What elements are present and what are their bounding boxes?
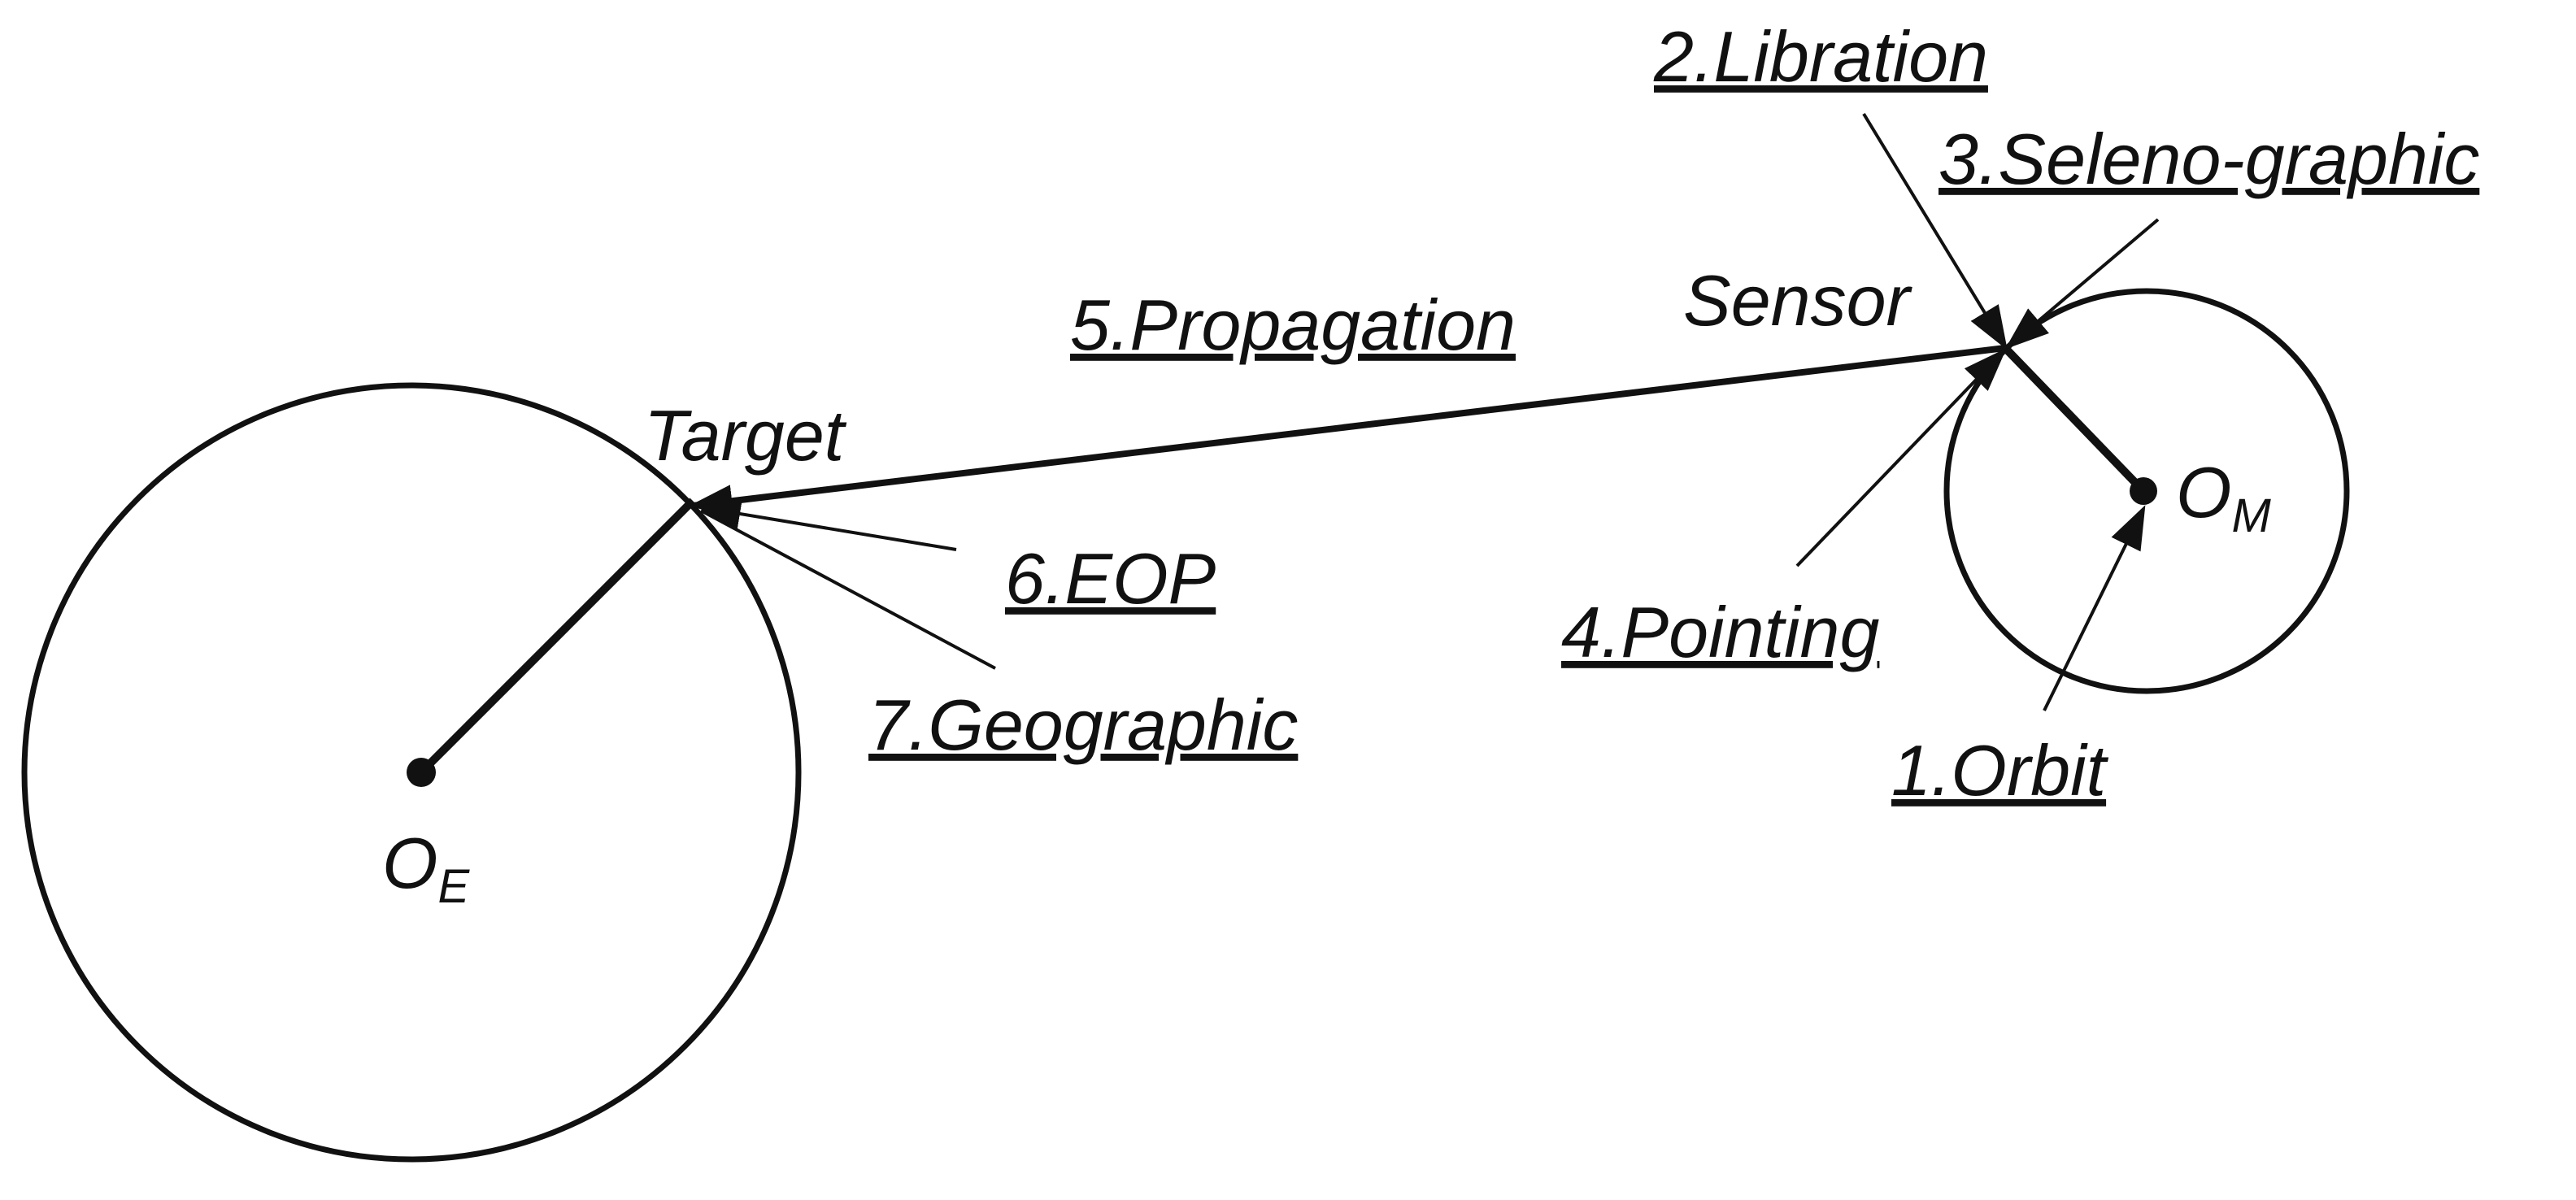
libration-leader [1862, 112, 2008, 350]
earth-circle [21, 382, 802, 1163]
earth-center-sub: E [437, 860, 470, 913]
pointing-leader [1795, 348, 2007, 567]
eop-label: 6.EOP [1005, 538, 1216, 619]
propagation-label: 5.Propagation [1070, 285, 1516, 365]
libration-label: 2.Libration [1653, 16, 1988, 97]
pointing-label: 4.Pointing [1561, 592, 1879, 672]
moon-center-sub: M [2231, 489, 2271, 542]
target-label: Target [644, 395, 847, 476]
orbit-label: 1.Orbit [1891, 730, 2109, 811]
earth-center-main: O [382, 823, 437, 903]
propagation-ray [688, 345, 2006, 518]
geographic-label: 7.Geographic [868, 685, 1298, 765]
moon-sensor-line [2002, 345, 2147, 494]
sensor-label: Sensor [1683, 260, 1913, 341]
eop-leader [696, 498, 957, 551]
moon-circle [1943, 288, 2350, 694]
moon-center-label: OM [2176, 452, 2271, 542]
earth-radius-line [418, 498, 696, 776]
geographic-leader [700, 509, 996, 670]
selenographic-leader [2004, 218, 2160, 350]
orbit-leader [2043, 505, 2146, 711]
earth-center-label: OE [382, 823, 470, 913]
moon-center-main: O [2176, 452, 2231, 533]
selenographic-label: 3.Seleno-graphic [1939, 119, 2479, 199]
